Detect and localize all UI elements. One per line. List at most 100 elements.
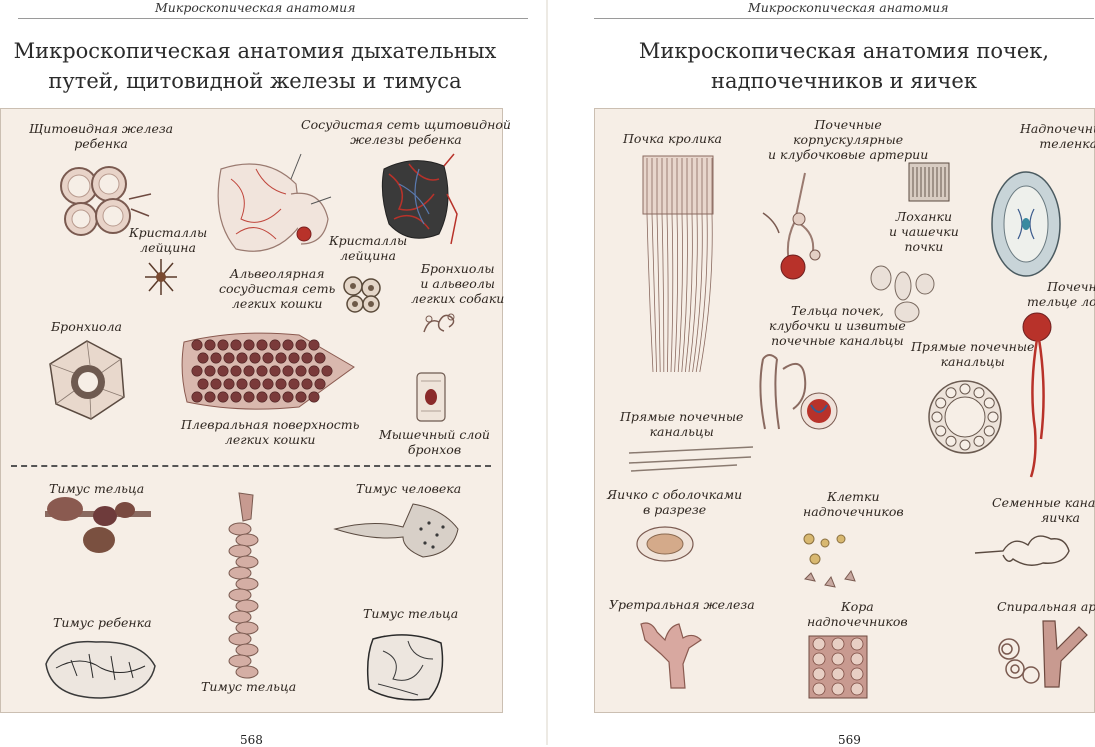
page-number: 569 [838, 733, 861, 747]
running-head: Микроскопическая анатомия [748, 0, 949, 15]
pleural-cell [282, 391, 294, 403]
pleural-cell [230, 391, 242, 403]
caption-line: Кора [841, 599, 874, 614]
caption-line: Семенные канальцы [992, 495, 1095, 510]
illustration-plate: Щитовидная железа ребенка Кристаллы лейц… [0, 108, 511, 713]
caption-thymus-calf-a: Тимус тельца [49, 481, 145, 496]
caption-adrenal-cortex: Кора надпочечников [807, 599, 908, 629]
thymus-lobe [235, 577, 259, 591]
thymus-lobe [235, 665, 259, 679]
caption-horse-corpuscle: Почечное тельце лошади [1027, 279, 1095, 309]
caption-line: Почечные [814, 117, 882, 132]
tubule-line [699, 158, 713, 373]
caption-line: Прямые почечные [620, 409, 744, 424]
pleural-cell [308, 339, 320, 351]
caption-line: корпускулярные [793, 132, 904, 147]
alveolar-vascular-net-illustration [217, 153, 332, 252]
straight-tubules-ring-illustration [928, 380, 1002, 454]
thymus-lobe [228, 632, 252, 646]
cortex-cell [831, 682, 845, 696]
horse-corpuscle-illustration [1022, 312, 1052, 478]
caption-line: железы ребенка [350, 132, 462, 147]
caption-line: тельце лошади [1027, 294, 1095, 309]
pleural-cell [295, 391, 307, 403]
caption-line: Тельца почек, [790, 303, 884, 318]
pleural-cell [197, 352, 209, 364]
caption-line: Яичко с оболочками [607, 487, 743, 502]
caption-line: канальцы [940, 354, 1005, 369]
pleural-cell [243, 339, 255, 351]
caption-line: сосудистая сеть [219, 281, 336, 296]
pleural-cell [282, 365, 294, 377]
caption-line: Альвеолярная [229, 266, 325, 281]
bronchial-muscle-illustration [416, 372, 446, 422]
cortex-cell [812, 652, 826, 666]
pleural-cell [217, 365, 229, 377]
caption-spiral-artery: Спиральная артерия [997, 599, 1095, 614]
pleural-cell [223, 378, 235, 390]
caption-straight-tubules-a: Прямые почечные канальцы [620, 409, 743, 439]
pleural-cell [236, 378, 248, 390]
cortex-cell [812, 637, 826, 651]
tubule-line [656, 158, 661, 373]
tubule-line [646, 158, 654, 373]
caption-line: Мышечный слой [379, 427, 490, 442]
urethral-gland-illustration [640, 622, 702, 689]
pleural-cell [223, 352, 235, 364]
caption-line: и альвеолы [420, 276, 495, 291]
pleural-cell [314, 378, 326, 390]
adrenal-calf-illustration [991, 171, 1061, 277]
title-line: надпочечников и яичек [711, 69, 977, 93]
caption-line: лейцина [140, 240, 196, 255]
bronchiole-illustration [49, 340, 125, 420]
cortex-cell [850, 652, 864, 666]
pleural-cell [275, 378, 287, 390]
tubule-line [674, 158, 679, 373]
thymus-human-illustration [333, 503, 459, 558]
caption-rabbit-kidney: Почка кролика [623, 131, 723, 146]
caption-thyroid-vascular: Сосудистая сеть щитовидной железы ребенк… [301, 117, 511, 147]
cortex-cell [812, 682, 826, 696]
straight-tubules-illustration [628, 446, 754, 472]
caption-adrenal-calf: Надпочечники теленка [1020, 121, 1095, 151]
pleural-cell [256, 391, 268, 403]
tubule-hole [935, 425, 947, 437]
pleural-cell [256, 365, 268, 377]
pleural-cell [191, 339, 203, 351]
page-title: Микроскопическая анатомия почек, надпоче… [594, 36, 1094, 96]
caption-line: лейцина [340, 248, 396, 263]
pleural-cell [288, 378, 300, 390]
caption-line: Бронхиолы [420, 261, 495, 276]
caption-line: Надпочечники [1020, 121, 1095, 136]
tubule-hole [973, 435, 985, 447]
pleural-cell [204, 391, 216, 403]
pleural-cell [321, 365, 333, 377]
caption-muscle: Мышечный слой бронхов [379, 427, 490, 457]
caption-renal-pelvis: Лоханки и чашечки почки [889, 209, 959, 254]
header-rule [18, 18, 528, 19]
caption-renal-arteries: Почечные корпускулярные и клубочковые ар… [768, 117, 928, 162]
pleural-cell [197, 378, 209, 390]
cortex-cell [850, 667, 864, 681]
thymus-lobe [228, 610, 252, 624]
caption-corpuscles: Тельца почек, клубочки и извитые почечны… [769, 303, 906, 348]
pleural-cell [308, 365, 320, 377]
pleural-cell [236, 352, 248, 364]
caption-line: легких кошки [224, 432, 316, 447]
page-number: 568 [240, 733, 263, 747]
caption-line: Кристаллы [129, 225, 208, 240]
thymus-lobe [235, 555, 259, 569]
tubule-hole [959, 439, 971, 451]
pleural-cell [301, 352, 313, 364]
pleural-cell [210, 378, 222, 390]
cortex-cell [831, 652, 845, 666]
caption-line: Кристаллы [329, 233, 408, 248]
pleural-cell [256, 339, 268, 351]
caption-line: ребенка [74, 136, 128, 151]
caption-bronchiole: Бронхиола [51, 319, 122, 334]
caption-line: надпочечников [803, 504, 904, 519]
testis-illustration [636, 526, 694, 562]
thymus-lobe [228, 654, 252, 668]
rabbit-kidney-illustration [642, 155, 714, 373]
thymus-calf-section-illustration [366, 634, 444, 701]
